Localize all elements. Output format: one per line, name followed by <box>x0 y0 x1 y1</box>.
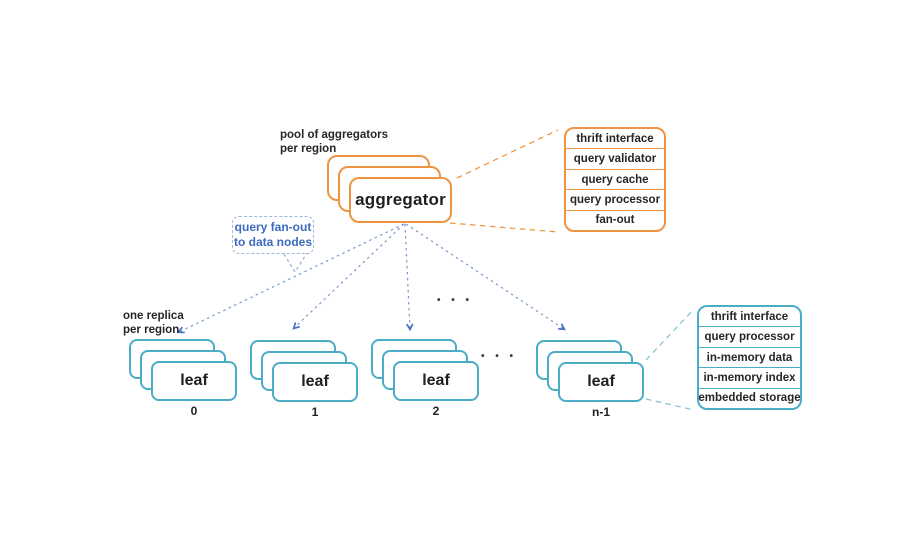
leaf-table-leader-bottom <box>645 398 695 411</box>
leaf-label: leaf <box>301 373 329 390</box>
aggregator-component-row: thrift interface <box>566 129 664 150</box>
leaf-card-front: leaf <box>151 361 237 401</box>
aggregator-label: aggregator <box>355 190 446 209</box>
fanout-arrow-leaf-2 <box>404 223 410 329</box>
aggregator-table-leader-bottom <box>449 222 559 233</box>
leaf-component-row: in-memory index <box>699 368 800 389</box>
aggregator-component-row: query processor <box>566 190 664 211</box>
leaf-label: leaf <box>587 373 615 390</box>
leaves-ellipsis: • • • <box>481 351 518 362</box>
callout-bubble-tail <box>283 252 308 274</box>
arrows-ellipsis: • • • <box>437 295 474 306</box>
fanout-arrow-leaf-n1 <box>405 223 564 329</box>
aggregator-table-leader-top <box>456 129 559 179</box>
leaf-components-table: thrift interface query processor in-memo… <box>697 305 802 410</box>
leaf-label: leaf <box>422 372 450 389</box>
aggregator-stack: aggregator <box>327 155 457 227</box>
leaf-index-label: 2 <box>432 404 440 418</box>
leaf-stack-0: leaf 0 <box>129 339 241 424</box>
leaf-component-row: embedded storage <box>698 392 801 405</box>
leaf-index-label: n-1 <box>592 405 610 419</box>
leaf-component-row: query processor <box>699 327 800 348</box>
leaf-label: leaf <box>180 372 208 389</box>
leaf-index-label: 1 <box>311 405 319 419</box>
aggregator-component-row: query cache <box>566 170 664 191</box>
pool-of-aggregators-note: pool of aggregators per region <box>280 129 388 155</box>
aggregator-component-row: query validator <box>566 149 664 170</box>
one-replica-note: one replica per region <box>123 310 184 336</box>
leaf-stack-2: leaf 2 <box>371 339 483 424</box>
leaf-index-label: 0 <box>190 404 198 418</box>
query-fanout-callout-bubble: query fan-out to data nodes <box>232 216 314 254</box>
aggregator-card-front: aggregator <box>349 177 452 223</box>
aggregator-component-row: fan-out <box>595 214 635 227</box>
leaf-table-leader-top <box>645 308 695 361</box>
leaf-component-row: thrift interface <box>699 307 800 328</box>
leaf-stack-n1: leaf n-1 <box>536 340 648 425</box>
leaf-stack-1: leaf 1 <box>250 340 362 425</box>
leaf-card-front: leaf <box>393 361 479 401</box>
leaf-component-row: in-memory data <box>699 348 800 369</box>
leaf-card-front: leaf <box>272 362 358 402</box>
leaf-card-front: leaf <box>558 362 644 402</box>
aggregator-components-table: thrift interface query validator query c… <box>564 127 666 232</box>
